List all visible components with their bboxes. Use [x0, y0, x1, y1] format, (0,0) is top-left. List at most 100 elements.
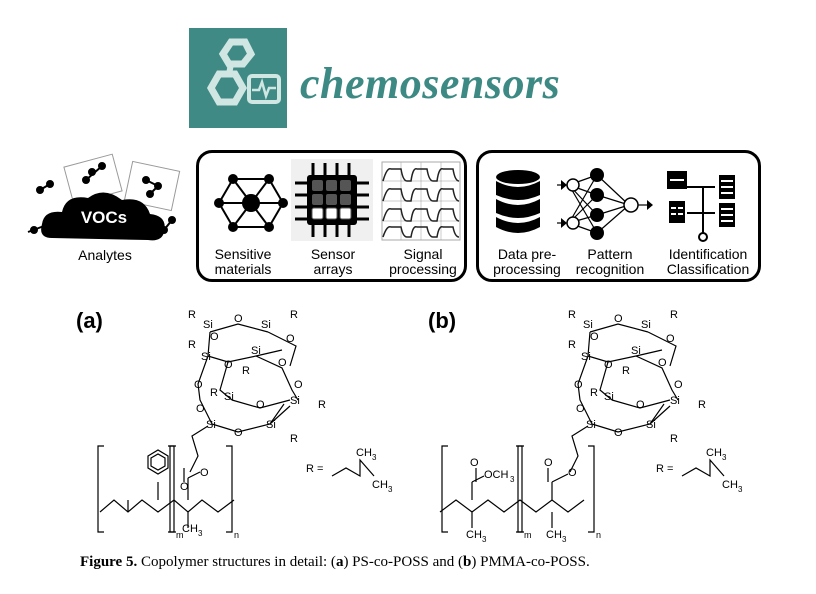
svg-text:3: 3	[510, 475, 515, 484]
svg-text:O: O	[294, 379, 303, 391]
svg-text:3: 3	[388, 485, 393, 494]
svg-text:Si: Si	[583, 319, 593, 331]
svg-text:O: O	[194, 379, 203, 391]
svg-text:R: R	[318, 399, 326, 411]
svg-text:O: O	[614, 427, 623, 439]
svg-text:O: O	[234, 427, 243, 439]
svg-text:R: R	[210, 387, 218, 399]
svg-text:3: 3	[562, 535, 567, 544]
svg-text:n: n	[234, 530, 239, 540]
svg-text:CH: CH	[372, 479, 388, 491]
svg-text:m: m	[176, 530, 184, 540]
svg-text:3: 3	[372, 453, 377, 462]
data-preprocessing-label: Data pre-processing	[493, 246, 561, 277]
panel-label-a: (a)	[76, 308, 103, 333]
svg-text:Si: Si	[261, 319, 271, 331]
vocs-label: VOCs	[80, 208, 128, 227]
svg-text:O: O	[574, 379, 583, 391]
svg-text:O: O	[200, 467, 209, 479]
svg-text:R: R	[670, 309, 678, 321]
svg-text:O: O	[666, 333, 675, 345]
journal-logo	[189, 28, 287, 128]
svg-text:O: O	[210, 331, 219, 343]
svg-text:O: O	[636, 399, 645, 411]
figure-number: Figure 5.	[80, 554, 138, 570]
svg-text:CH: CH	[356, 447, 372, 459]
svg-text:3: 3	[722, 453, 727, 462]
molecule-monitor-icon	[206, 38, 281, 106]
panel-label-b: (b)	[428, 308, 456, 333]
svg-text:R: R	[290, 309, 298, 321]
svg-text:O: O	[674, 379, 683, 391]
svg-text:CH: CH	[722, 479, 738, 491]
signal-icon	[381, 161, 461, 241]
svg-text:CH: CH	[182, 523, 198, 535]
svg-text:Si: Si	[251, 345, 261, 357]
structure-a-ps-co-poss: (a) Si Si Si Si	[76, 308, 393, 540]
svg-text:O: O	[256, 399, 265, 411]
svg-text:O: O	[470, 457, 479, 469]
svg-text:O: O	[544, 457, 553, 469]
svg-text:O: O	[568, 467, 577, 479]
svg-text:R: R	[622, 365, 630, 377]
journal-name: chemosensors	[300, 59, 561, 108]
svg-text:CH: CH	[466, 529, 482, 541]
structure-b-pmma-co-poss: (b) Si Si Si Si Si Si Si Si O	[428, 308, 743, 544]
svg-text:O: O	[604, 359, 613, 371]
figure-caption: Figure 5. Copolymer structures in detail…	[80, 554, 590, 570]
svg-text:O: O	[614, 313, 623, 325]
svg-text:R: R	[590, 387, 598, 399]
svg-text:O: O	[286, 333, 295, 345]
svg-text:CH: CH	[706, 447, 722, 459]
svg-text:Si: Si	[641, 319, 651, 331]
analytes-label: Analytes	[78, 247, 132, 263]
svg-text:Si: Si	[224, 391, 234, 403]
svg-text:3: 3	[198, 529, 203, 538]
svg-text:Si: Si	[203, 319, 213, 331]
svg-text:OCH: OCH	[484, 469, 509, 481]
svg-text:3: 3	[482, 535, 487, 544]
svg-text:R: R	[670, 433, 678, 445]
svg-text:Si: Si	[290, 395, 300, 407]
svg-text:Si: Si	[581, 351, 591, 363]
svg-text:R: R	[568, 339, 576, 351]
svg-text:Si: Si	[604, 391, 614, 403]
tree-icon	[663, 163, 755, 245]
svg-text:O: O	[278, 357, 287, 369]
svg-text:O: O	[224, 359, 233, 371]
svg-text:R: R	[290, 433, 298, 445]
molecule-icon	[211, 161, 291, 241]
svg-text:n: n	[596, 530, 601, 540]
analytes-graphic: VOCs Analytes	[20, 150, 185, 263]
chip-icon	[291, 159, 373, 241]
svg-text:R: R	[188, 309, 196, 321]
neural-network-icon	[557, 163, 653, 243]
database-icon	[493, 169, 543, 235]
svg-text:3: 3	[738, 485, 743, 494]
svg-text:R: R	[698, 399, 706, 411]
svg-text:Si: Si	[646, 419, 656, 431]
svg-text:O: O	[180, 481, 189, 493]
svg-text:CH: CH	[546, 529, 562, 541]
svg-text:Si: Si	[206, 419, 216, 431]
svg-text:Si: Si	[631, 345, 641, 357]
svg-text:R =: R =	[306, 463, 323, 475]
svg-text:R: R	[242, 365, 250, 377]
svg-text:Si: Si	[670, 395, 680, 407]
svg-text:O: O	[576, 403, 585, 415]
svg-text:Si: Si	[266, 419, 276, 431]
svg-text:Si: Si	[586, 419, 596, 431]
svg-text:O: O	[196, 403, 205, 415]
svg-text:m: m	[524, 530, 532, 540]
svg-text:O: O	[234, 313, 243, 325]
svg-text:O: O	[590, 331, 599, 343]
svg-text:R: R	[188, 339, 196, 351]
svg-text:R: R	[568, 309, 576, 321]
